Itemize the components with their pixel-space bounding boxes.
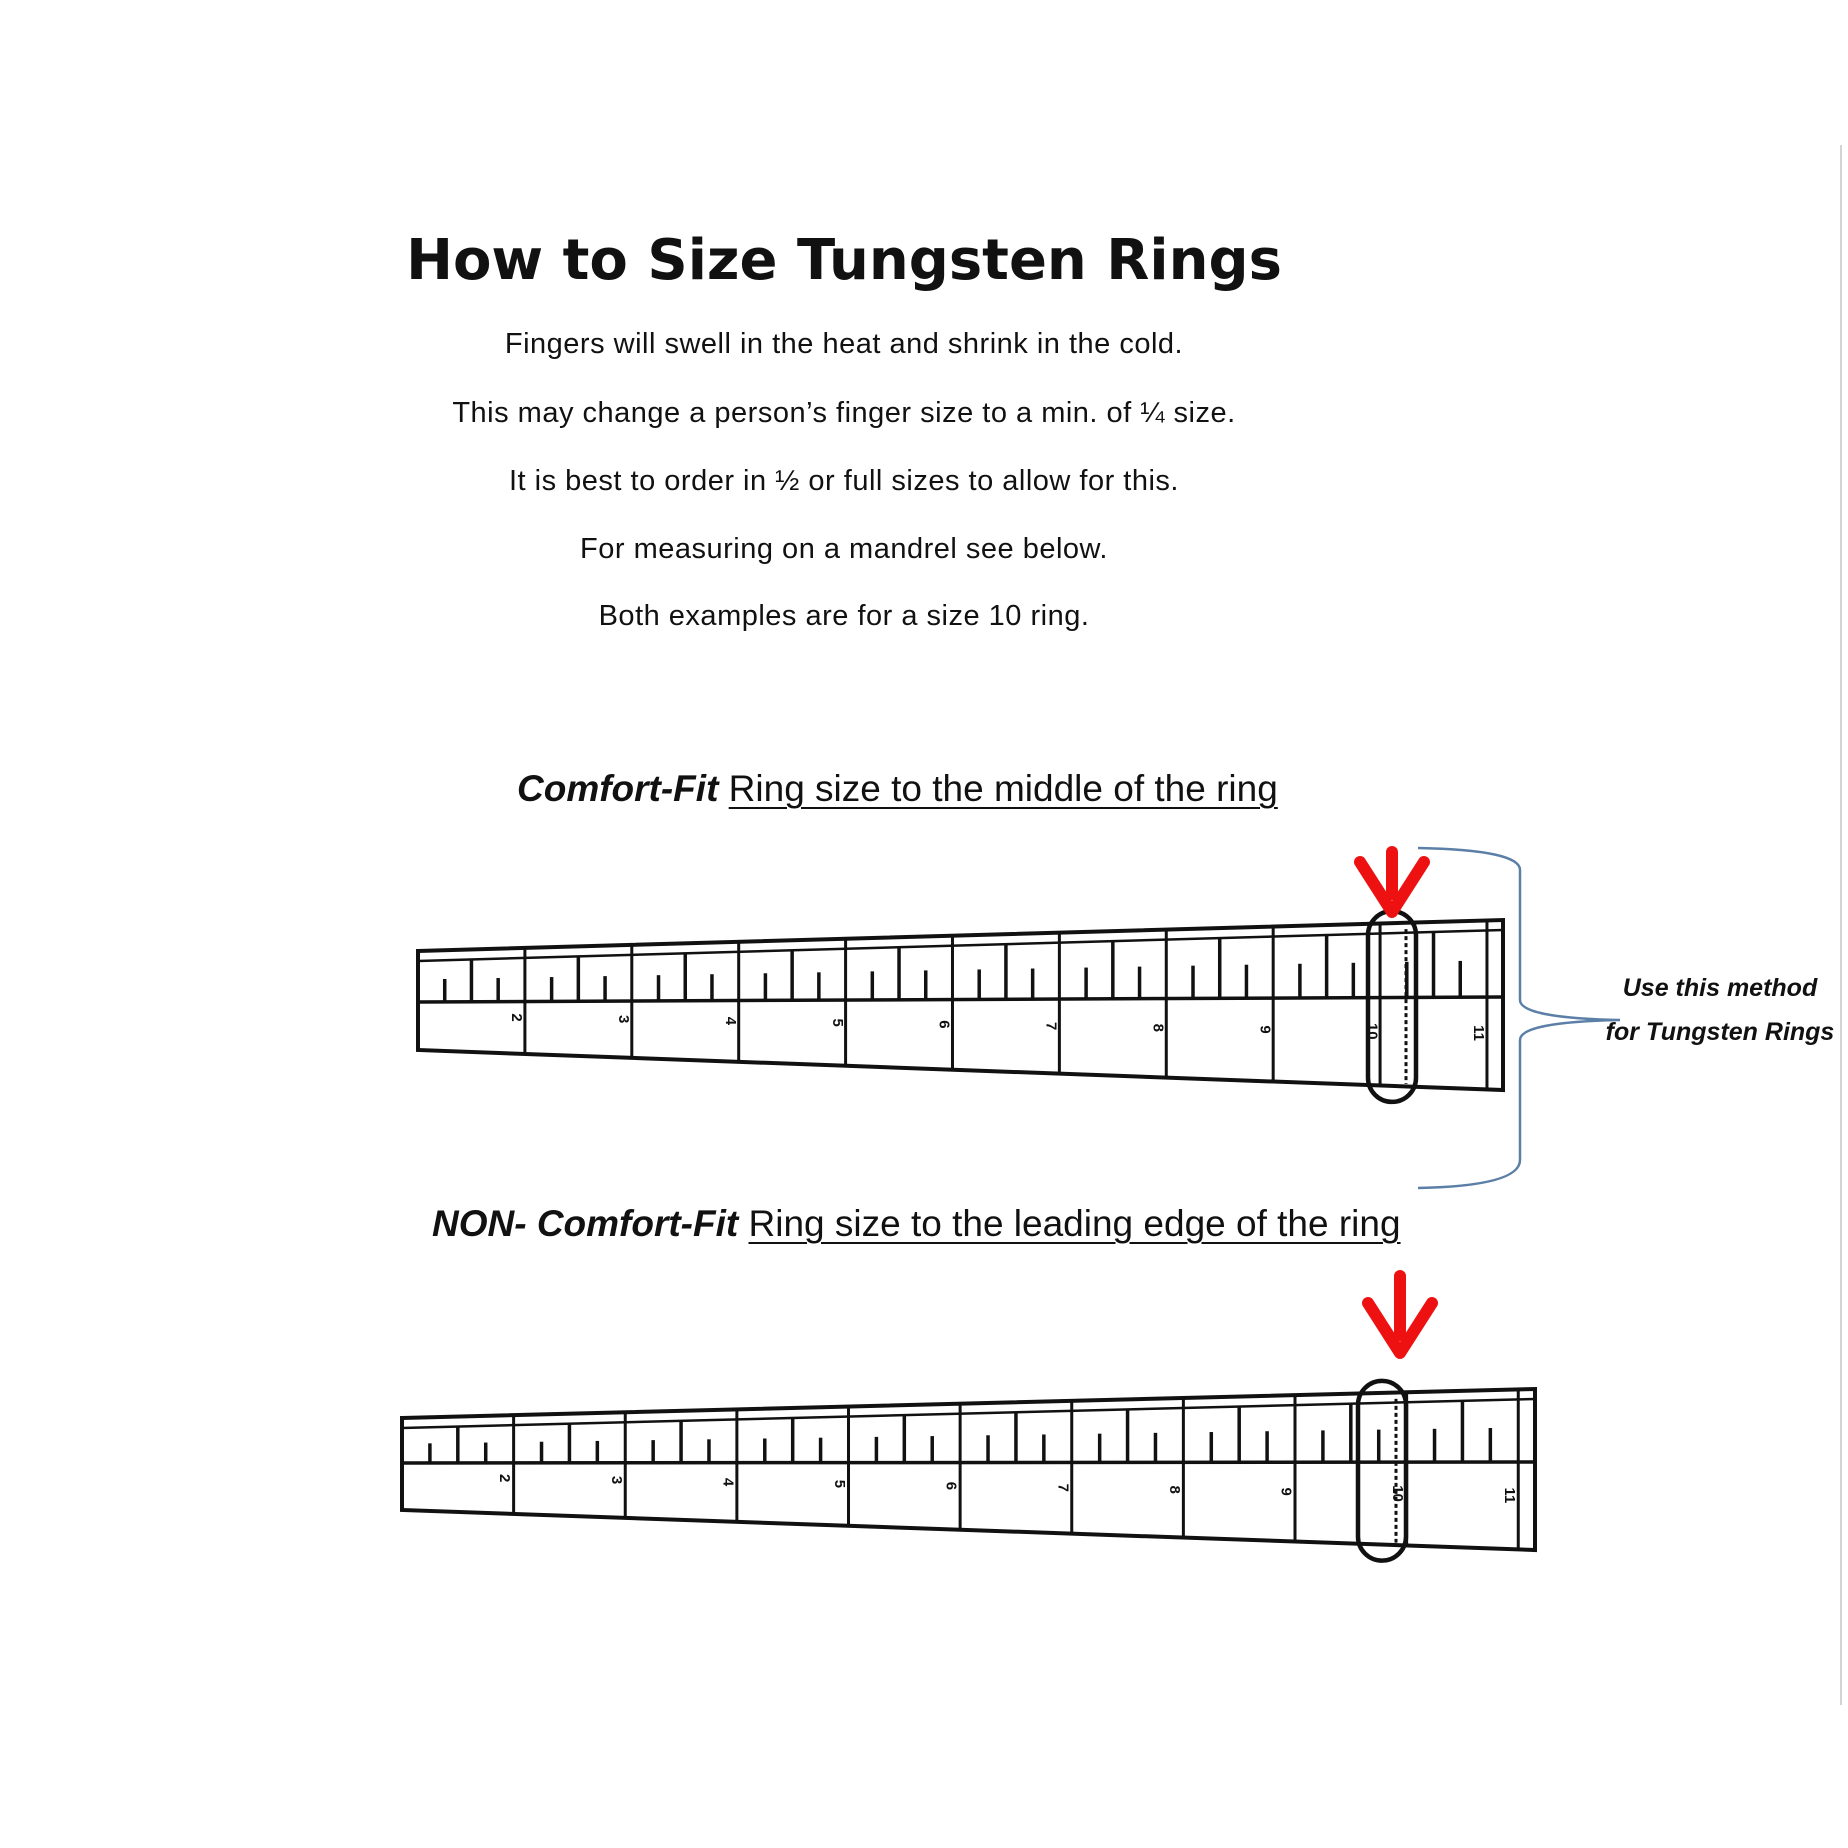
non-comfort-fit-mandrel-size-label: 2 bbox=[496, 1474, 513, 1482]
intro-line-2: This may change a person’s finger size t… bbox=[452, 397, 1236, 429]
non-comfort-fit-text: Ring size to the leading edge of the rin… bbox=[748, 1203, 1401, 1244]
note-line-1: Use this method bbox=[1622, 974, 1818, 1002]
non-comfort-fit-mandrel-upper-band bbox=[401, 1397, 1536, 1430]
non-comfort-fit-heading: NON- Comfort-Fit Ring size to the leadin… bbox=[432, 1203, 1401, 1245]
intro-line-4: For measuring on a mandrel see below. bbox=[580, 533, 1108, 565]
brace-icon bbox=[1417, 846, 1621, 1190]
comfort-fit-heading: Comfort-Fit Ring size to the middle of t… bbox=[517, 768, 1278, 810]
comfort-fit-mandrel-size-label: 9 bbox=[1256, 1025, 1273, 1033]
non-comfort-fit-mandrel-size-label: 3 bbox=[608, 1476, 625, 1484]
non-comfort-fit-mandrel-size-label: 5 bbox=[831, 1480, 848, 1488]
comfort-fit-mandrel-size-label: 4 bbox=[722, 1017, 739, 1026]
non-comfort-fit-arrow-head bbox=[1362, 1297, 1438, 1359]
non-comfort-fit-mandrel-size-label: 6 bbox=[943, 1482, 960, 1490]
comfort-fit-mandrel-ring-band bbox=[1365, 908, 1419, 1105]
comfort-fit-mandrel-upper-band bbox=[417, 928, 1504, 963]
non-comfort-fit-mandrel-size-label: 7 bbox=[1054, 1484, 1071, 1492]
comfort-fit-mandrel-divider bbox=[417, 995, 1504, 1004]
note-line-2: for Tungsten Rings bbox=[1605, 1018, 1835, 1046]
comfort-fit-mandrel-size-label: 6 bbox=[936, 1020, 953, 1028]
comfort-fit-text: Ring size to the middle of the ring bbox=[728, 768, 1278, 809]
intro-line-3: It is best to order in ½ or full sizes t… bbox=[509, 465, 1179, 497]
intro-line-1: Fingers will swell in the heat and shrin… bbox=[504, 328, 1184, 360]
comfort-fit-mandrel-size-label: 2 bbox=[508, 1013, 525, 1021]
comfort-fit-mandrel-size-label: 3 bbox=[615, 1015, 632, 1023]
non-comfort-fit-mandrel-divider bbox=[401, 1460, 1536, 1465]
intro-line-5: Both examples are for a size 10 ring. bbox=[598, 600, 1090, 632]
tungsten-method-note: Use this method for Tungsten Rings bbox=[1570, 966, 1848, 1054]
page-title: How to Size Tungsten Rings bbox=[406, 228, 1282, 293]
comfort-fit-mandrel-size-label: 7 bbox=[1043, 1022, 1060, 1030]
non-comfort-fit-mandrel-size-label: 9 bbox=[1278, 1487, 1295, 1495]
comfort-fit-label: Comfort-Fit bbox=[517, 768, 719, 809]
page-edge-line bbox=[1840, 145, 1842, 1705]
comfort-fit-mandrel-size-label: 5 bbox=[829, 1019, 846, 1027]
non-comfort-fit-mandrel-size-label: 10 bbox=[1389, 1485, 1406, 1502]
non-comfort-fit-mandrel-size-label: 8 bbox=[1166, 1486, 1183, 1494]
non-comfort-fit-label: NON- Comfort-Fit bbox=[432, 1203, 739, 1244]
comfort-fit-arrow-head bbox=[1354, 856, 1430, 918]
comfort-fit-mandrel-size-label: 11 bbox=[1470, 1025, 1487, 1041]
non-comfort-fit-mandrel-size-label: 4 bbox=[719, 1478, 736, 1487]
non-comfort-fit-mandrel-ring-band bbox=[1355, 1378, 1409, 1563]
non-comfort-fit-mandrel-size-label: 11 bbox=[1501, 1488, 1518, 1504]
comfort-fit-mandrel-size-label: 8 bbox=[1149, 1024, 1166, 1032]
